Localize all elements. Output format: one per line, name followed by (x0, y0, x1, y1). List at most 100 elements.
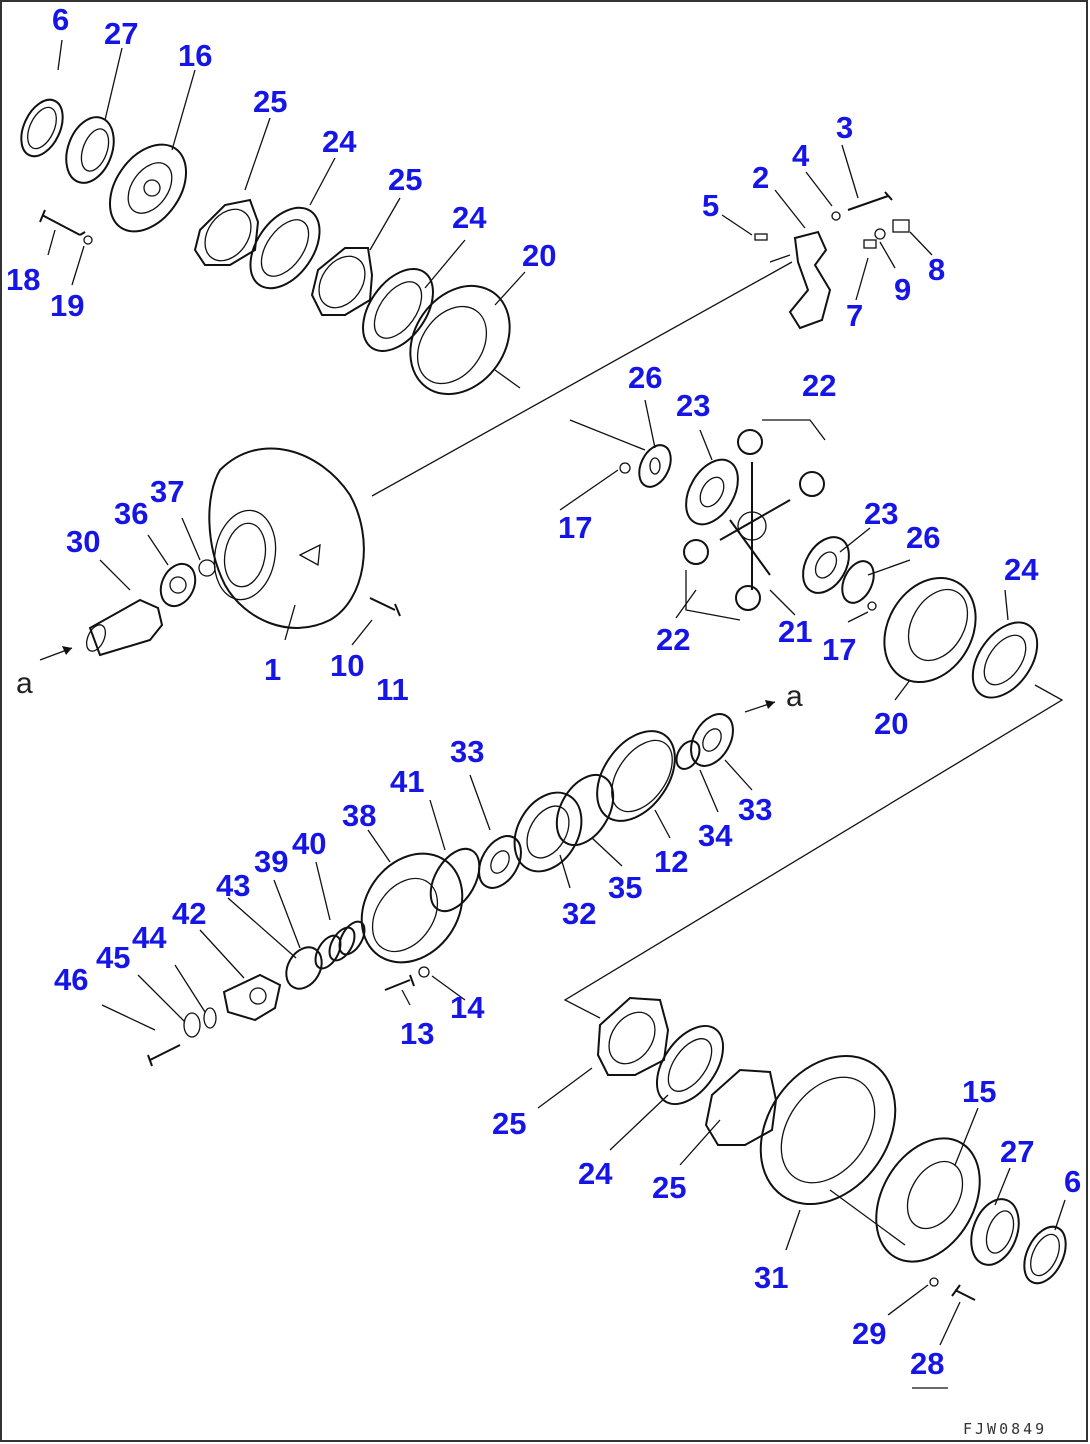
seal-ring-6-bottom (1023, 1225, 1067, 1285)
view-marker-a-right: a (786, 680, 803, 713)
shims-40 (328, 920, 366, 962)
bolt-3 (847, 191, 893, 211)
cage-41 (429, 847, 481, 913)
sheet-code: FJW0849 (963, 1420, 1047, 1438)
label-part-23-b: 23 (864, 496, 898, 531)
disc-24-c (971, 621, 1039, 699)
label-part-42: 42 (172, 896, 206, 931)
label-part-15: 15 (962, 1074, 996, 1109)
label-part-9: 9 (894, 272, 911, 307)
label-part-4: 4 (792, 138, 810, 173)
disc-24-b (362, 268, 434, 352)
label-part-25-b: 25 (388, 162, 422, 197)
seal-ring-6-top (20, 98, 64, 158)
nut-9 (874, 228, 886, 240)
label-part-28: 28 (910, 1346, 944, 1381)
pinion-gears-22 (683, 419, 826, 621)
bearing-27-top (65, 116, 115, 184)
label-part-33-b: 33 (738, 792, 772, 827)
part-number-labels: 6 27 16 25 24 25 24 20 18 19 3 4 2 5 8 9… (6, 2, 1081, 1381)
label-part-32: 32 (562, 896, 596, 931)
label-part-10: 10 (330, 648, 364, 683)
ring-gear-31 (759, 1054, 897, 1206)
label-part-22-b: 22 (656, 622, 690, 657)
label-part-40: 40 (292, 826, 326, 861)
label-part-18: 18 (6, 262, 40, 297)
label-part-25-c: 25 (492, 1106, 526, 1141)
bolt-10 (369, 597, 401, 617)
bearing-32 (513, 791, 583, 873)
label-part-13: 13 (400, 1016, 434, 1051)
label-part-14: 14 (450, 990, 485, 1025)
plate-25-c (596, 996, 670, 1076)
label-part-25-a: 25 (253, 84, 287, 119)
pin-29 (929, 1277, 939, 1287)
bolt-46 (147, 1044, 181, 1067)
washer-45 (183, 1012, 201, 1038)
case-1 (208, 447, 365, 629)
shim-7 (863, 239, 877, 249)
part-drawings (20, 39, 1067, 1389)
label-part-31: 31 (754, 1260, 788, 1295)
shim-39 (314, 934, 342, 970)
label-part-26-b: 26 (906, 520, 940, 555)
spider-21 (719, 462, 791, 590)
label-part-20-b: 20 (874, 706, 908, 741)
label-part-36: 36 (114, 496, 148, 531)
label-part-39: 39 (254, 844, 288, 879)
nut-33-left (478, 835, 522, 889)
coupling-42 (222, 973, 282, 1022)
disc-24-d (655, 1024, 725, 1106)
label-part-3: 3 (836, 110, 853, 145)
nut-33-right (690, 713, 734, 767)
washer-34 (675, 740, 701, 770)
label-part-17-a: 17 (558, 510, 592, 545)
plate-25-b (310, 247, 374, 316)
pin-17-a (619, 462, 631, 474)
label-part-6-bottom: 6 (1064, 1164, 1081, 1199)
bearing-36 (159, 562, 197, 608)
washer-14 (418, 966, 430, 978)
washer-19 (83, 235, 93, 245)
label-part-24-d: 24 (578, 1156, 613, 1191)
washer-26-b (841, 560, 875, 604)
label-part-24-c: 24 (1004, 552, 1039, 587)
label-part-25-d: 25 (652, 1170, 686, 1205)
bearing-12 (596, 730, 676, 822)
label-part-24-a: 24 (322, 124, 357, 159)
bracket-2 (769, 230, 832, 330)
label-part-27-top: 27 (104, 16, 138, 51)
snap-ring-37 (198, 559, 216, 577)
housing-20-a (409, 284, 521, 396)
plate-25-a (193, 198, 260, 266)
bolt-28 (951, 1284, 976, 1301)
label-part-5: 5 (702, 188, 719, 223)
cage-38 (360, 852, 464, 964)
arrow-head-a-left (62, 646, 72, 655)
label-part-46: 46 (54, 962, 88, 997)
label-part-2: 2 (752, 160, 769, 195)
assembly-line-2 (563, 684, 1064, 1019)
label-part-22-a: 22 (802, 368, 836, 403)
view-marker-a-left: a (16, 667, 33, 700)
pinion-shaft-30 (85, 598, 164, 657)
washer-44 (203, 1007, 217, 1029)
label-part-19: 19 (50, 288, 84, 323)
label-part-23-a: 23 (676, 388, 710, 423)
assembly-line-1 (371, 261, 793, 497)
label-part-41: 41 (390, 764, 424, 799)
pin-17-b (867, 601, 877, 611)
washer-4 (831, 211, 841, 221)
label-part-43: 43 (216, 868, 250, 903)
label-part-35: 35 (608, 870, 642, 905)
label-part-38: 38 (342, 798, 376, 833)
label-part-34: 34 (698, 818, 733, 853)
label-part-20-a: 20 (522, 238, 556, 273)
side-gear-23-b (802, 536, 850, 594)
label-part-8: 8 (928, 252, 945, 287)
plate-25-d (704, 1068, 778, 1146)
label-part-30: 30 (66, 524, 100, 559)
disc-24-a (249, 206, 321, 290)
